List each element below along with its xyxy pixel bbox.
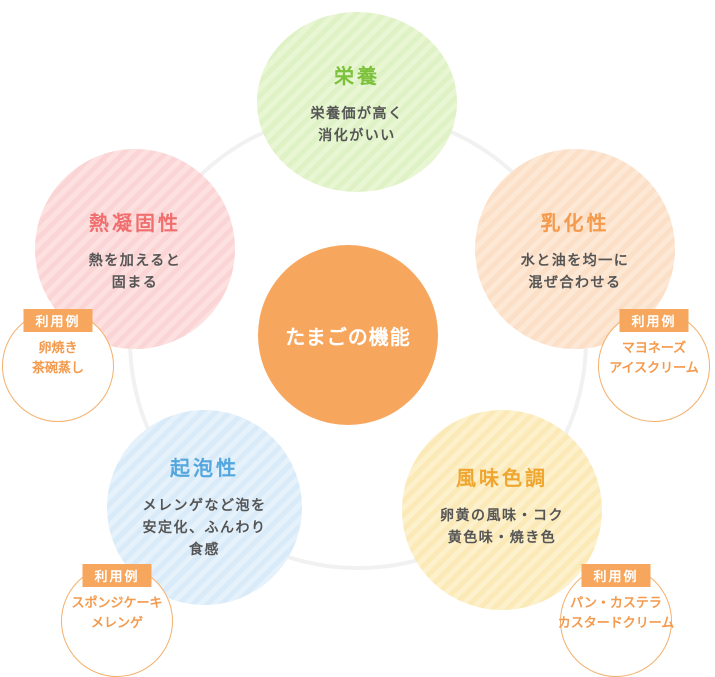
node-title: 熱凝固性	[89, 211, 181, 235]
node-title: 起泡性	[170, 456, 239, 480]
node-nutrition: 栄養 栄養価が高く 消化がいい	[257, 12, 457, 192]
node-description: 水と油を均一に 混ぜ合わせる	[520, 253, 630, 291]
usage-example-badge: 利用例	[619, 309, 689, 332]
node-description: 栄養価が高く 消化がいい	[310, 106, 404, 144]
example-coagulation: 利用例 卵焼き 茶碗蒸し	[2, 309, 114, 422]
node-title: 栄養	[334, 64, 380, 88]
center-label: たまごの機能	[285, 324, 411, 349]
node-title: 風味色調	[456, 466, 548, 490]
node-description: 卵黄の風味・コク 黄色味・焼き色	[440, 508, 564, 546]
example-items: パン・カステラ カスタードクリーム	[557, 596, 675, 631]
node-flavor: 風味色調 卵黄の風味・コク 黄色味・焼き色	[402, 410, 602, 610]
usage-example-badge: 利用例	[23, 309, 93, 332]
node-foaming: 起泡性 メレンゲなど泡を 安定化、ふんわり 食感	[107, 410, 302, 605]
egg-functions-diagram: 栄養 栄養価が高く 消化がいい 熱凝固性 熱を加えると 固まる 乳化性 水と油を…	[2, 12, 710, 677]
usage-example-badge: 利用例	[581, 564, 651, 587]
center-node: たまごの機能	[258, 245, 438, 425]
example-items: マヨネーズ アイスクリーム	[609, 341, 699, 376]
node-description: 熱を加えると 固まる	[88, 253, 182, 291]
usage-example-badge: 利用例	[82, 564, 152, 587]
example-items: スポンジケーキ メレンゲ	[71, 596, 163, 631]
node-description: メレンゲなど泡を 安定化、ふんわり 食感	[142, 498, 267, 558]
example-foaming: 利用例 スポンジケーキ メレンゲ	[61, 564, 173, 677]
example-flavor: 利用例 パン・カステラ カスタードクリーム	[558, 564, 674, 677]
example-items: 卵焼き 茶碗蒸し	[31, 341, 84, 376]
node-title: 乳化性	[540, 211, 610, 235]
example-emulsify: 利用例 マヨネーズ アイスクリーム	[598, 309, 710, 422]
